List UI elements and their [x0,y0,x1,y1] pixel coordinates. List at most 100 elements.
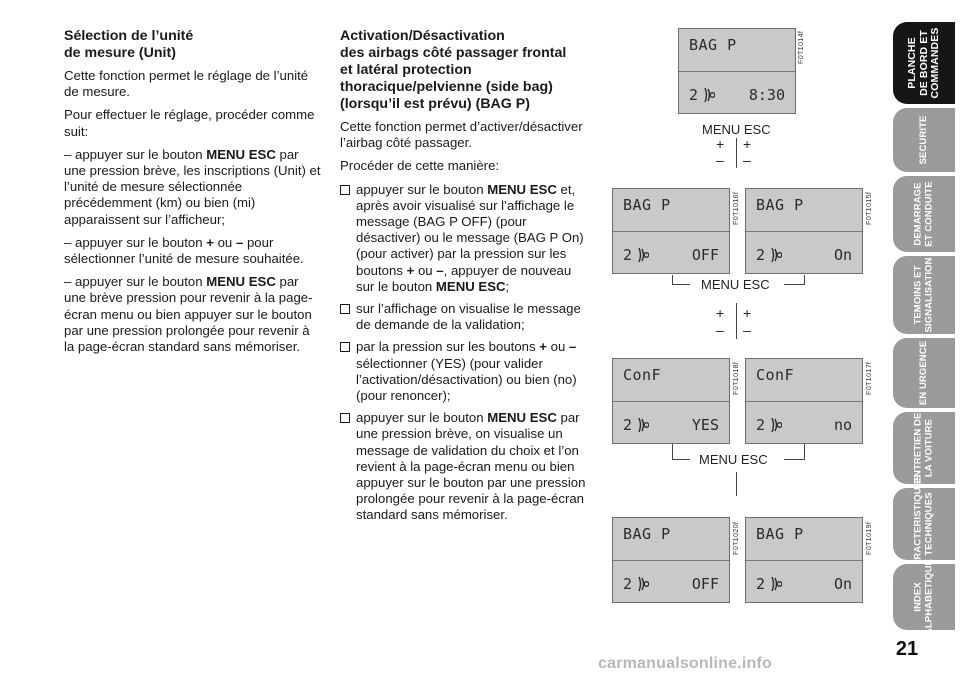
tab-label-line: ALPHABETIQUE [923,558,934,636]
display-number: 2 [689,86,699,104]
display-divider [679,71,795,72]
display-number: 2 [756,416,766,434]
airbag-icon [704,87,715,103]
heading-line: et latéral protection [340,62,472,78]
figure-code: F0T1017f [864,361,873,395]
display-screen: BAG P 2 OFF [612,517,730,603]
middle-column: Activation/Désactivation des airbags côt… [340,28,592,530]
display-number: 2 [756,575,766,593]
display-number: 2 [623,246,633,264]
figure-code: F0T1018f [731,361,740,395]
tab-label-line: LA VOITURE [923,418,934,478]
heading-line: (lorsqu’il est prévu) (BAG P) [340,96,530,112]
tab-label: TEMOINS ET SIGNALISATION [912,257,935,332]
list-item: sur l’affichage on visualise le message … [340,301,592,333]
display-title: BAG P [623,196,671,214]
plus-symbol: + [743,305,752,321]
connector-line [672,284,690,286]
tab-label-line: INDEX [912,582,924,612]
heading-line: Sélection de l’unité [64,28,194,44]
tab-label: ENTRETIEN DE LA VOITURE [912,412,935,484]
key-name: MENU ESC [206,274,276,290]
tab-entretien[interactable]: ENTRETIEN DE LA VOITURE [893,412,955,484]
display-value: no [833,416,852,434]
list-item: appuyer sur le bouton MENU ESC et, après… [340,182,592,295]
text: – appuyer sur le bouton [64,146,207,162]
key-name: – [568,339,577,355]
text: par une brève pression pour revenir à la… [64,274,313,355]
text: ; [505,278,510,294]
figure-code: F0T1016f [731,191,740,225]
display-value: On [833,246,852,264]
tab-label-line: DEMARRAGE [912,182,924,246]
paragraph: – appuyer sur le bouton + ou – pour séle… [64,235,322,267]
display-title: BAG P [689,36,737,54]
key-name: + [539,339,547,355]
minus-symbol: – [716,322,724,338]
connector-line [784,459,805,461]
display-title: ConF [756,366,795,384]
text: sélectionner (YES) (pour valider l’activ… [356,355,577,404]
tab-label: SECURITE [918,116,930,165]
tab-label-line: COMMANDES [928,27,941,99]
heading-line: thoracique/pelvienne (side bag) [340,79,553,95]
tab-temoins[interactable]: TEMOINS ET SIGNALISATION [893,256,955,334]
connector-line [736,138,738,168]
chapter-tabs: PLANCHE DE BORD ET COMMANDES SECURITE DE… [893,0,960,677]
tab-label-line: TEMOINS ET [912,265,924,325]
tab-label-line: ET CONDUITE [923,181,934,247]
airbag-icon [638,576,649,592]
text: et, après avoir visualisé sur l’affichag… [356,181,584,278]
figure-code: F0T1015f [864,191,873,225]
tab-label-line: TECHNIQUES [923,492,934,556]
tab-index[interactable]: INDEX ALPHABETIQUE [893,559,955,635]
display-divider [746,231,862,232]
tab-label-line: ENTRETIEN DE [912,412,924,484]
plus-symbol: + [743,136,752,152]
paragraph: Procéder de cette manière: [340,158,500,174]
airbag-icon [638,247,649,263]
tab-label-line: PLANCHE [905,37,918,89]
tab-caracteristiques[interactable]: CARACTERISTIQUES TECHNIQUES [893,474,955,574]
list-item: appuyer sur le bouton MENU ESC par une p… [340,410,592,523]
display-divider [613,401,729,402]
tab-en-urgence[interactable]: EN URGENCE [893,338,955,408]
display-divider [746,401,862,402]
display-title: BAG P [756,196,804,214]
tab-demarrage[interactable]: DEMARRAGE ET CONDUITE [893,176,955,252]
airbag-icon [638,417,649,433]
figure-code: F0T1019f [864,521,873,555]
tab-securite[interactable]: SECURITE [893,108,955,172]
display-screen: BAG P 2 8:30 [678,28,796,114]
heading-line: de mesure (Unit) [64,45,176,61]
display-number: 2 [623,416,633,434]
tab-planche-de-bord[interactable]: PLANCHE DE BORD ET COMMANDES [893,22,955,104]
heading-line: des airbags côté passager frontal [340,45,567,61]
paragraph: Cette fonction permet le réglage de l’un… [64,68,309,100]
heading-line: Activation/Désactivation [340,28,505,44]
text: ou [546,339,569,355]
key-name: MENU ESC [487,181,557,197]
tab-label-line: EN URGENCE [917,340,929,406]
minus-symbol: – [716,152,724,168]
display-value: 8:30 [748,86,785,104]
list-item: par la pression sur les boutons + ou – s… [340,339,592,404]
text: – appuyer sur le bouton [64,274,207,290]
airbag-icon [771,576,782,592]
tab-label: EN URGENCE [917,340,930,406]
display-title: ConF [623,366,662,384]
connector-line [736,303,738,339]
connector-line [672,275,674,284]
menu-esc-label: MENU ESC [701,277,770,292]
connector-line [784,284,805,286]
text: appuyer sur le bouton [356,181,488,197]
plus-symbol: + [716,305,725,321]
page-number: 21 [895,638,919,660]
display-value: YES [691,416,719,434]
text: sur l’affichage on visualise le message … [356,301,581,333]
display-title: BAG P [623,525,671,543]
connector-line [672,459,690,461]
tab-label-line: DE BORD ET [917,30,930,96]
minus-symbol: – [743,322,751,338]
checkbox-bullet-icon [340,304,350,315]
